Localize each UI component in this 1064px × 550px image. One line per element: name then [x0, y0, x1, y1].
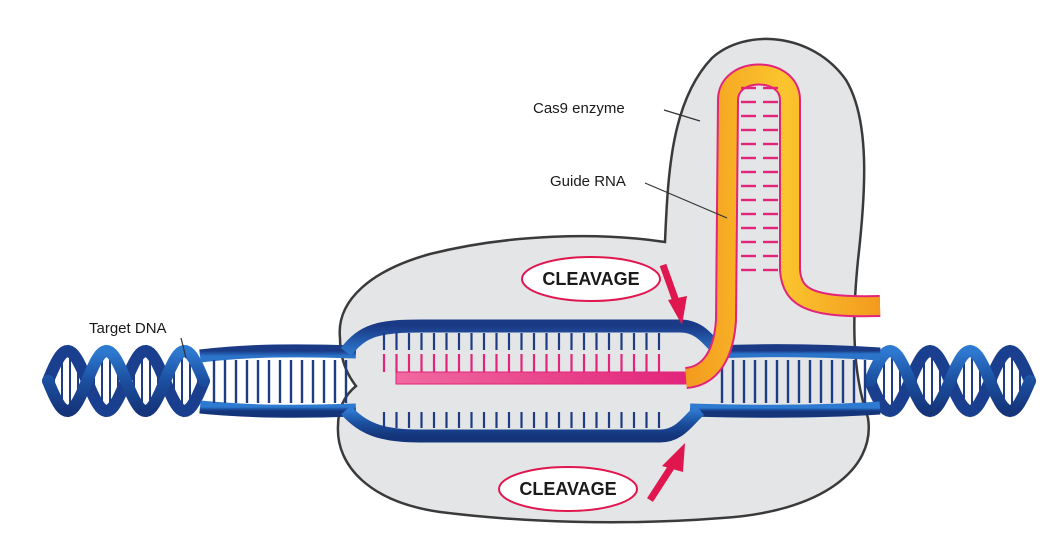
- cleavage-badge-top-label: CLEAVAGE: [542, 269, 639, 289]
- dna-strand: [42, 344, 210, 418]
- guide-rna-tube: [684, 65, 881, 387]
- red-arrow-icon: [659, 263, 687, 325]
- guide-rna-pointer-line: [644, 182, 728, 219]
- target-dna-label: Target DNA: [89, 320, 167, 337]
- cleavage-badge-bottom: CLEAVAGE: [498, 466, 638, 512]
- target-dna-pointer-line: [180, 337, 187, 359]
- guide-rna-label: Guide RNA: [550, 173, 626, 190]
- dna-unwound-bubble: [340, 319, 725, 443]
- cas9-enzyme-label: Cas9 enzyme: [533, 100, 625, 117]
- dna-strand-bottom-open: [341, 405, 705, 443]
- dna-strand-bottom: [689, 401, 881, 418]
- dna-helix-left: [42, 344, 210, 418]
- cas9-pointer-line: [663, 109, 701, 122]
- dna-strand-top-open: [340, 319, 725, 357]
- cleavage-badge-bottom-label: CLEAVAGE: [519, 479, 616, 499]
- dna-ladder-left: [199, 344, 357, 418]
- guide-rna-spacer: [395, 371, 687, 385]
- dna-strand-top: [199, 344, 357, 363]
- guide-rna: [395, 63, 881, 389]
- dna-strand-bottom: [199, 400, 357, 418]
- red-arrow-icon: [647, 443, 685, 502]
- dna-strand: [864, 344, 1036, 418]
- dna-helix-right: [864, 344, 1036, 418]
- dna-strand-top: [709, 344, 881, 361]
- cleavage-badge-top: CLEAVAGE: [521, 256, 661, 302]
